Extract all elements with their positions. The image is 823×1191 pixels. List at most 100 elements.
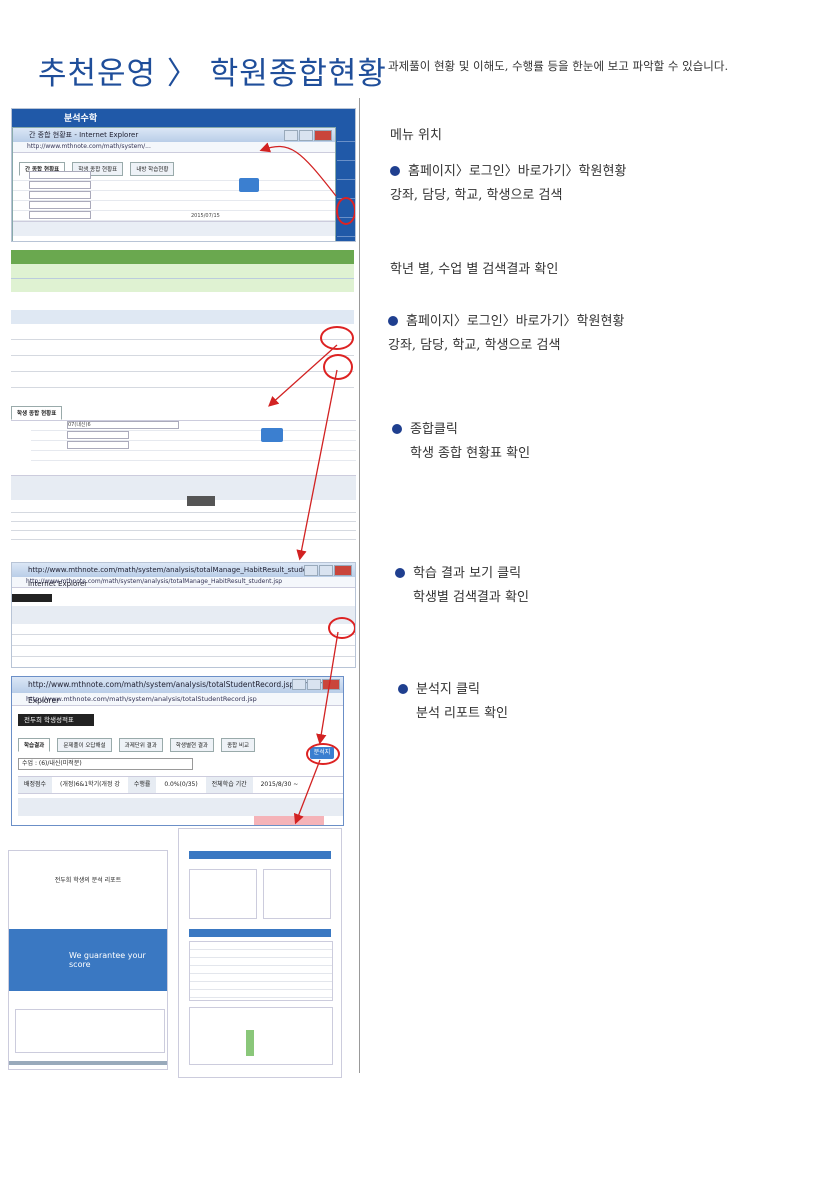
- tab-visit[interactable]: 내방 학습현황: [130, 162, 175, 176]
- row-label: 배정점수: [18, 777, 53, 793]
- arrow-summary: [268, 344, 338, 407]
- report-section-header: [189, 929, 331, 937]
- table-row: [12, 646, 355, 657]
- screenshot-student-results: http://www.mthnote.com/math/system/analy…: [11, 562, 356, 668]
- table-header: [13, 221, 335, 236]
- subtab-compare[interactable]: 종합 비교: [221, 738, 256, 752]
- date-value: 2015/07/15: [191, 212, 220, 219]
- step-line: 강좌, 담당, 학교, 학생으로 검색: [388, 338, 561, 353]
- bullet-icon: [395, 568, 405, 578]
- table-header: [12, 606, 355, 624]
- report-cover: 전두희 학생의 분석 리포트 We guarantee your score: [8, 850, 168, 1070]
- record-tab[interactable]: 전두희 학생성적표: [18, 714, 94, 726]
- step-line: 홈페이지〉로그인〉바로가기〉학원현황: [408, 164, 627, 179]
- footer-bar: [9, 1061, 167, 1065]
- search-row: [13, 181, 335, 191]
- class-select[interactable]: 수업 : (6)/내신(미적분): [18, 758, 193, 770]
- brand-logo: 분석수학: [64, 114, 98, 124]
- search-row: [13, 201, 335, 211]
- table-row: [11, 264, 354, 279]
- search-button[interactable]: [261, 428, 283, 442]
- table-header: [18, 798, 343, 816]
- row-value: 2015/8/30 ~: [260, 781, 299, 788]
- window-controls[interactable]: [283, 130, 332, 146]
- table-header: [11, 250, 354, 264]
- subtab-student[interactable]: 학생별현 결과: [169, 738, 214, 752]
- column-divider: [359, 98, 360, 1073]
- search-input[interactable]: [29, 181, 91, 189]
- report-chart: [263, 869, 331, 919]
- step-line: 학습 결과 보기 클릭: [413, 566, 522, 581]
- table-row: [11, 531, 356, 540]
- screenshot-grade-results: [11, 244, 354, 292]
- table-row: [12, 635, 355, 646]
- search-row: [13, 171, 335, 181]
- report-chart: [189, 869, 257, 919]
- step-analysis-click: 분석지 클릭 분석 리포트 확인: [398, 678, 508, 726]
- screenshot-search-window: 분석수학 간 종합 현황표 - Internet Explorer http:/…: [11, 108, 356, 242]
- class-search-input[interactable]: 07(내신)6: [67, 421, 179, 429]
- menu-highlight-oval: [336, 197, 355, 225]
- search-input[interactable]: [29, 191, 91, 199]
- step-line: 학생 종합 현황표 확인: [410, 446, 531, 461]
- slogan: We guarantee your score: [69, 951, 146, 969]
- arrow-report: [293, 759, 321, 825]
- report-charts-page: [178, 828, 342, 1078]
- memo-box: [15, 1009, 165, 1053]
- summary-highlight-oval: [320, 326, 354, 350]
- page-subtitle: 과제풀이 현황 및 이해도, 수행률 등을 한눈에 보고 파악할 수 있습니다.: [388, 59, 729, 73]
- search-input[interactable]: [29, 201, 91, 209]
- bullet-icon: [390, 166, 400, 176]
- step-line: 강좌, 담당, 학교, 학생으로 검색: [390, 188, 563, 203]
- print-button[interactable]: [187, 496, 215, 506]
- table-row: [11, 372, 354, 388]
- search-input[interactable]: [29, 211, 91, 219]
- search-row: 2015/07/15: [13, 211, 335, 221]
- row-label: 수행률: [127, 777, 157, 793]
- school-input[interactable]: [67, 441, 129, 449]
- subtab-result[interactable]: 학습결과: [18, 738, 51, 752]
- section-tag: [12, 594, 52, 602]
- report-bar-chart: [189, 1007, 333, 1065]
- table-row: [11, 340, 354, 356]
- cover-banner: We guarantee your score: [9, 929, 167, 991]
- report-section-header: [189, 851, 331, 859]
- step-summary-click: 종합클릭 학생 종합 현황표 확인: [392, 418, 530, 466]
- analysis-highlight-oval: [328, 617, 355, 639]
- subtab-wrong[interactable]: 문제풀이 오답해설: [57, 738, 112, 752]
- tab-student-summary[interactable]: 학생 종합 현황표: [11, 406, 63, 420]
- step-result-click: 학습 결과 보기 클릭 학생별 검색결과 확인: [395, 562, 529, 610]
- step-menu-location: 메뉴 위치: [390, 124, 442, 143]
- address-bar[interactable]: http://www.mthnote.com/math/system/analy…: [12, 693, 343, 706]
- table-row: [11, 356, 354, 372]
- search-button[interactable]: [239, 178, 259, 192]
- window-title: http://www.mthnote.com/math/system/analy…: [28, 680, 332, 705]
- table-row: [11, 513, 356, 522]
- table-row: [11, 500, 356, 513]
- step-line: 학년 별, 수업 별 검색결과 확인: [390, 262, 559, 277]
- page-title: 추천운영 〉 학원종합현황: [38, 56, 387, 92]
- table-header: [11, 310, 354, 324]
- table-header: [11, 475, 356, 500]
- table-row: [11, 279, 354, 292]
- table-row: [11, 324, 354, 340]
- window-title: 간 종합 현황표 - Internet Explorer: [29, 131, 139, 139]
- table-row: [12, 624, 355, 635]
- window-controls[interactable]: [303, 565, 352, 581]
- screenshot-student-summary: 학생 종합 현황표 07(내신)6: [11, 400, 356, 540]
- teacher-select[interactable]: [67, 431, 129, 439]
- step-line: 학생별 검색결과 확인: [413, 590, 529, 605]
- bullet-icon: [388, 316, 398, 326]
- subtab-assignment[interactable]: 과제단위 결과: [118, 738, 163, 752]
- arrow-menu: [259, 142, 337, 197]
- address-bar[interactable]: http://www.mthnote.com/math/system/...: [13, 142, 335, 153]
- search-input[interactable]: [29, 171, 91, 179]
- step-search-2: 홈페이지〉로그인〉바로가기〉학원현황 강좌, 담당, 학교, 학생으로 검색: [388, 310, 624, 358]
- step-line: 분석지 클릭: [416, 682, 480, 697]
- step-line: 종합클릭: [410, 422, 458, 437]
- bullet-icon: [398, 684, 408, 694]
- address-bar[interactable]: http://www.mthnote.com/math/system/analy…: [12, 577, 355, 588]
- window-controls[interactable]: [291, 679, 340, 696]
- screenshot-student-record: http://www.mthnote.com/math/system/analy…: [11, 676, 344, 826]
